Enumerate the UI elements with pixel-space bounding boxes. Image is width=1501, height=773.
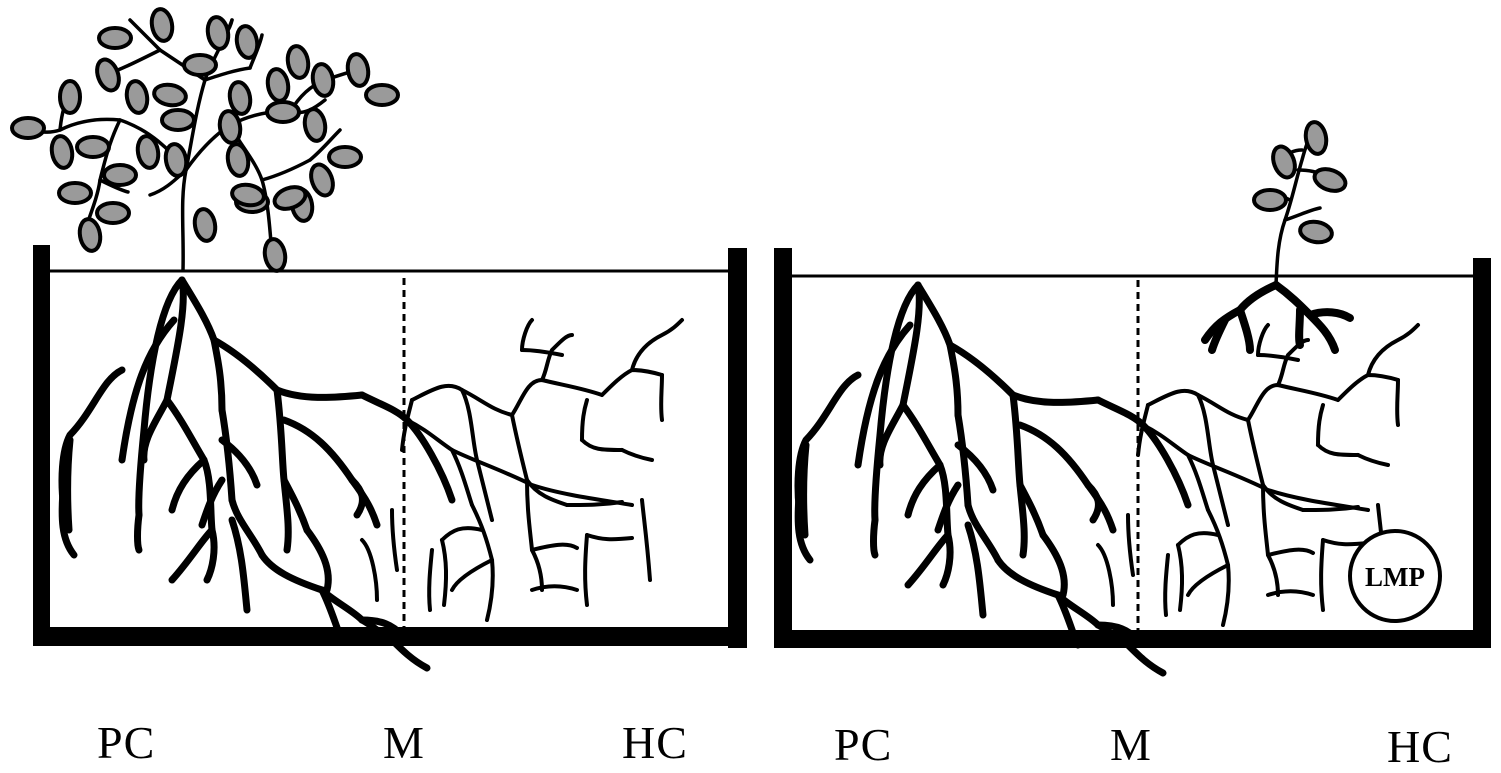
left-container bbox=[33, 245, 747, 648]
right-label-hc: HC bbox=[1387, 721, 1453, 772]
left-panel bbox=[10, 5, 747, 668]
lmp-label: LMP bbox=[1365, 562, 1425, 592]
right-label-pc: PC bbox=[834, 719, 893, 770]
large-plant-shoot bbox=[10, 5, 400, 275]
left-label-hc: HC bbox=[622, 717, 688, 768]
lmp-marker: LMP bbox=[1348, 529, 1442, 623]
left-label-m: M bbox=[383, 717, 425, 768]
right-label-m: M bbox=[1110, 719, 1152, 770]
right-root-system bbox=[798, 285, 1418, 673]
small-plant-roots bbox=[1201, 281, 1354, 354]
large-plant-leaves bbox=[10, 5, 400, 275]
small-plant-leaves bbox=[1252, 118, 1351, 247]
small-plant bbox=[1201, 118, 1354, 354]
right-panel: LMP bbox=[774, 118, 1491, 673]
left-label-pc: PC bbox=[97, 717, 156, 768]
left-root-system bbox=[62, 280, 682, 668]
